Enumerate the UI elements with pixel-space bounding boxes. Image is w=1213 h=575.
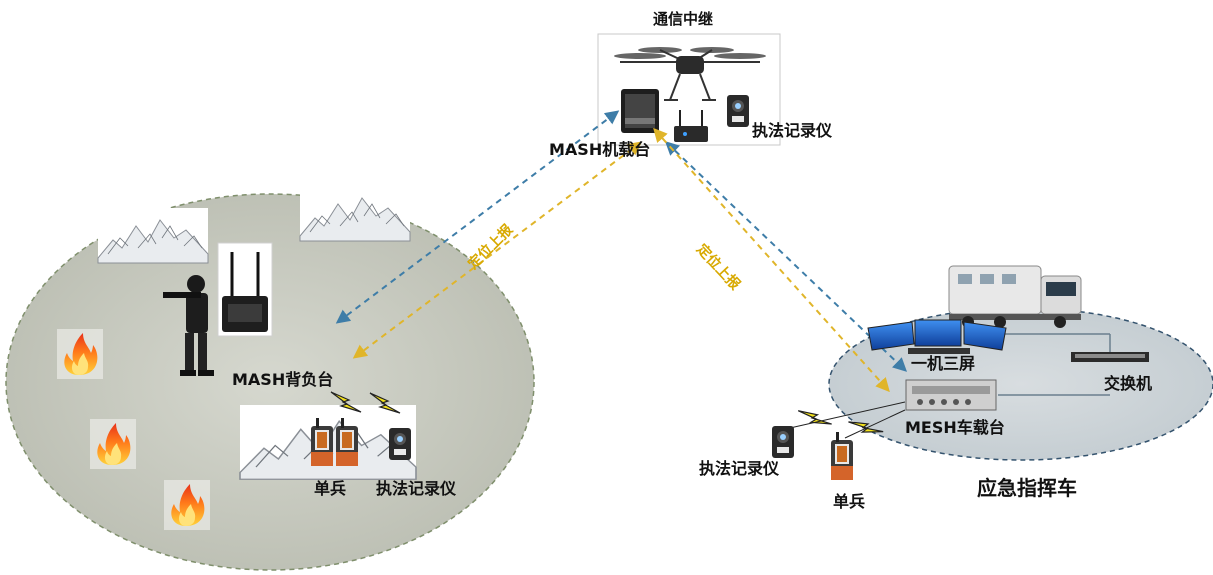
mash-backpack-label: MASH背负台: [232, 370, 334, 389]
mash-airborne-radio-icon: [621, 89, 659, 133]
mountain-icon: [97, 207, 209, 264]
body-camera-icon: [727, 95, 749, 127]
command-vehicle-label: 应急指挥车: [977, 476, 1077, 500]
mountain-icon: [299, 185, 411, 242]
switch-icon: [1071, 352, 1149, 362]
body-camera-icon: [772, 426, 794, 458]
fire-icon: [164, 480, 210, 530]
radio-link-line: [789, 401, 906, 429]
soldier-right-label: 单兵: [833, 492, 866, 511]
body-camera-icon: [389, 428, 411, 460]
link-airborne-vehicle-gold: [653, 127, 890, 393]
drone-icon: [614, 47, 766, 101]
recorder-left-label: 执法记录仪: [376, 479, 457, 498]
radio-link-line: [844, 409, 906, 439]
mash-airborne-label: MASH机载台: [549, 140, 651, 159]
vehicle-radio-icon: [905, 379, 997, 411]
soldier-left-label: 单兵: [314, 479, 347, 498]
three-screen-icon: [867, 319, 1007, 354]
soldier-icon: [163, 275, 214, 376]
backpack-radio-icon: [217, 242, 273, 337]
fire-icon: [90, 419, 136, 469]
handheld-radio-icon: [831, 432, 853, 480]
recorder-top-label: 执法记录仪: [752, 121, 833, 140]
lightning-icon: [797, 403, 833, 431]
command-truck-icon: [948, 265, 1082, 328]
mesh-vehicle-label: MESH车载台: [905, 418, 1005, 437]
fire-icon: [57, 329, 103, 379]
one-three-screens-label: 一机三屏: [911, 354, 976, 373]
switch-label: 交换机: [1104, 374, 1153, 393]
relay-title: 通信中继: [653, 10, 714, 28]
link-backpack-airborne-gold: [352, 141, 643, 359]
recorder-right-label: 执法记录仪: [699, 459, 780, 478]
